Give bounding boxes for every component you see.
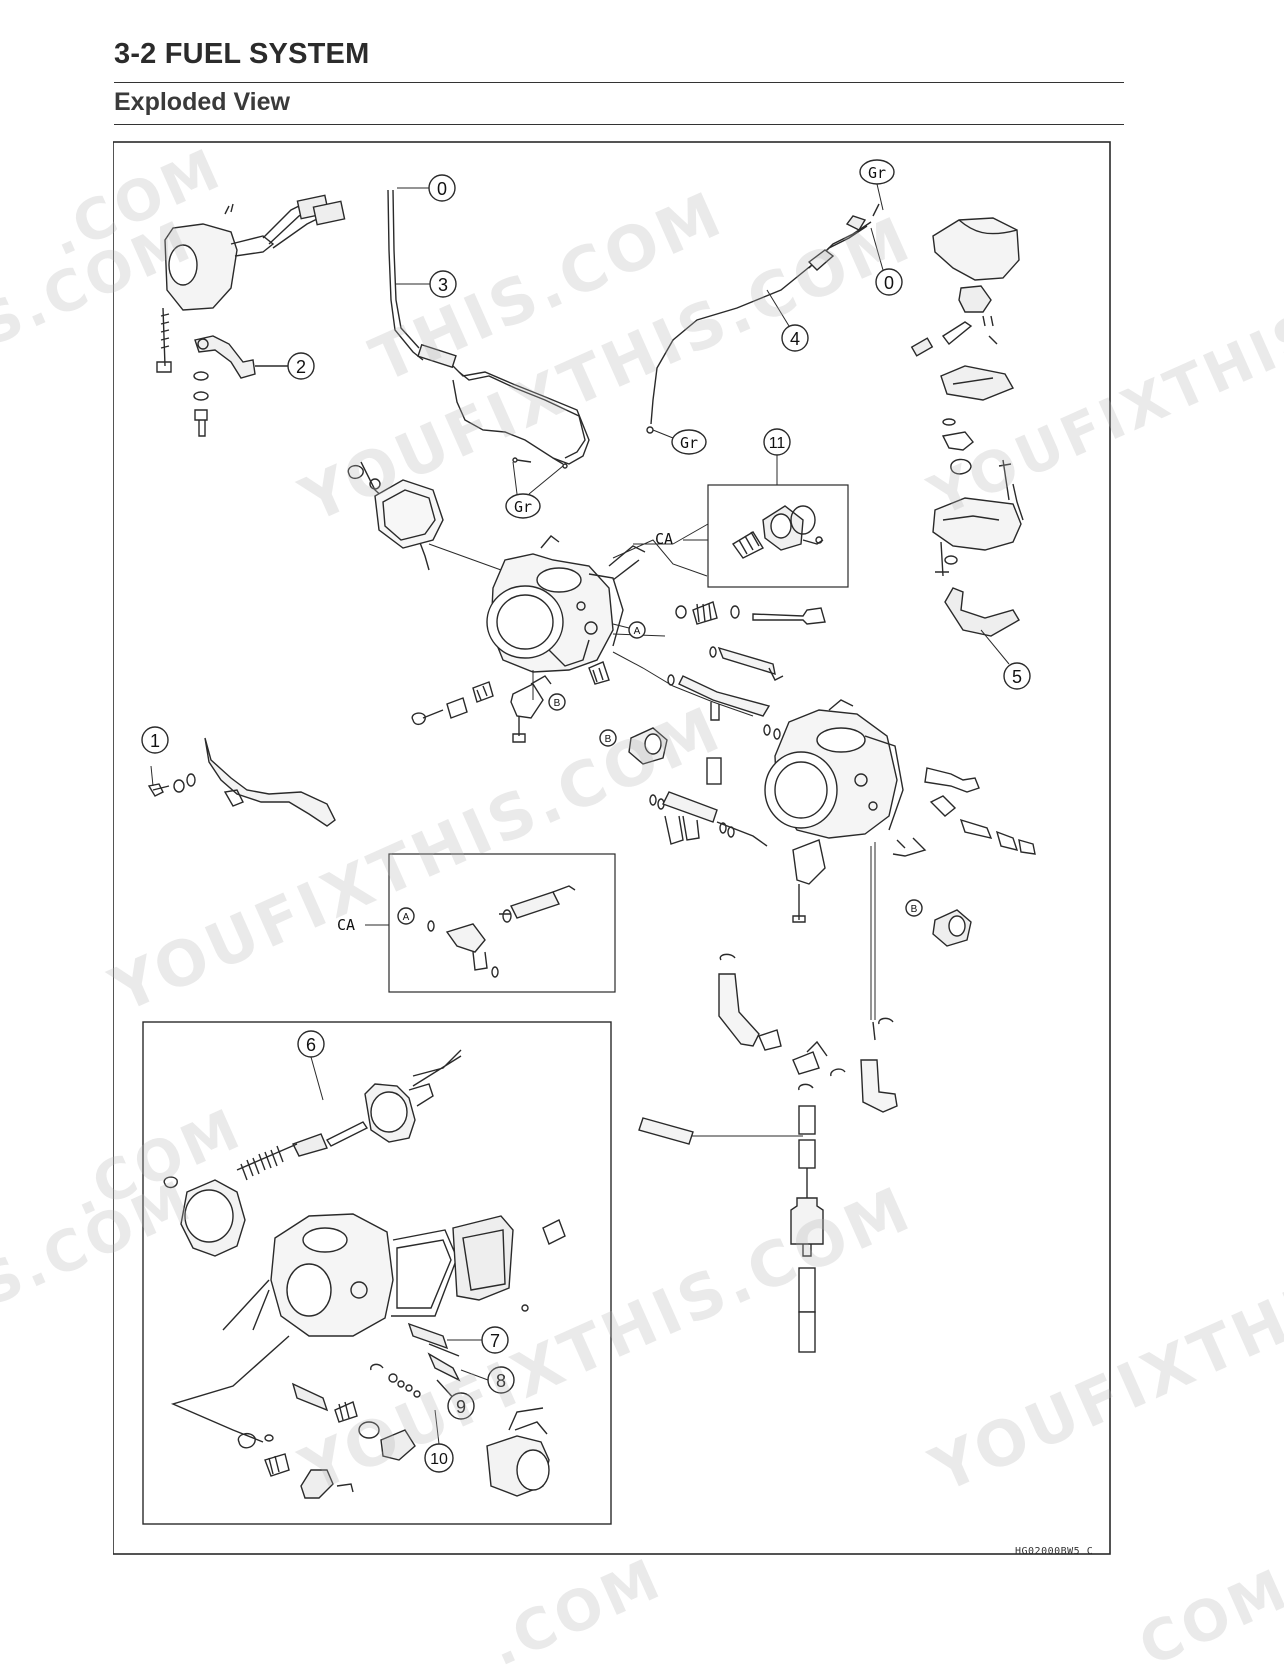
callout-5: 5 [980,629,1031,690]
choke-linkage-part [147,737,336,827]
ref-letter-b-upper: B [548,693,566,711]
ca-label-middle: CA [337,916,389,934]
vent-hose-part [718,842,898,1113]
svg-text:6: 6 [306,1035,316,1055]
svg-text:9: 9 [456,1397,466,1417]
fuel-tee-pipe-part [649,646,784,847]
callout-6: 6 [297,1030,325,1101]
switch-housing-part [164,194,346,311]
callout-10: 10 [424,1409,454,1473]
pilot-screw-part [675,601,826,625]
carburetor-upper-part [347,461,646,673]
callout-7: 7 [447,1326,509,1354]
float-bowl-screw-part [411,675,552,743]
exploded-view-diagram: 0 3 2 0 4 5 11 1 6 7 [113,140,1113,1560]
svg-text:4: 4 [790,329,800,349]
callout-11: 11 [763,428,791,485]
callout-2: 2 [287,352,315,380]
svg-text:B: B [605,734,612,745]
svg-text:CA: CA [655,530,673,548]
carburetor-lower-part [764,699,904,839]
svg-text:11: 11 [769,435,786,452]
ref-letter-a-inset: A [397,907,415,925]
choke-plunger-part [633,505,824,559]
svg-text:Gr: Gr [514,498,532,516]
throttle-stop-lever-part [193,335,288,437]
ref-letter-b-right: B [905,899,923,917]
callout-1: 1 [141,726,169,754]
ca-label-upper: CA [655,530,708,548]
right-side-parts [792,767,1036,923]
figure-code: HG02000BW5 C [1015,1546,1094,1557]
vent-fitting-part [427,885,576,978]
diagram-frame [113,141,1111,1555]
svg-text:Gr: Gr [868,164,886,182]
svg-text:B: B [554,698,561,709]
svg-text:0: 0 [884,273,894,293]
top-cover-part [163,1176,246,1257]
float-chamber-part [237,1407,550,1499]
callout-9: 9 [447,1392,475,1420]
callout-0-left: 0 [397,174,456,202]
ca-inset-box-upper [707,484,849,588]
ref-letter-b-mid: B [599,729,617,747]
vacuum-piston-part [236,1049,462,1181]
carburetor-body-detail-part [170,1213,566,1443]
svg-text:2: 2 [296,357,306,377]
jet-needle-part [291,1322,464,1461]
svg-text:7: 7 [490,1331,500,1351]
svg-text:A: A [403,912,410,923]
spring-part [588,661,610,685]
ca-inset-box-middle [388,853,616,993]
subtitle-rule [114,124,1124,125]
svg-text:10: 10 [430,1451,448,1468]
return-cable-part [646,203,880,434]
mounting-bolt-part [156,307,172,373]
color-label-gr-mid: Gr [652,429,707,455]
svg-text:5: 5 [1012,667,1022,687]
color-label-gr-low: Gr [505,461,564,519]
svg-text:3: 3 [438,275,448,295]
carburetor-detail-box [142,1021,612,1525]
color-label-gr-top: Gr [859,159,895,211]
watermark-text: .COM [480,1546,673,1679]
carburetor-leader-lines [428,539,754,717]
svg-text:CA: CA [337,916,355,934]
page-subtitle: Exploded View [114,88,290,116]
callout-8: 8 [460,1366,515,1394]
svg-text:A: A [634,626,641,637]
callout-0-right: 0 [870,227,903,296]
fuel-filter-part [638,1083,824,1353]
svg-text:B: B [911,904,918,915]
throttle-cable-part [387,189,590,469]
svg-text:1: 1 [150,731,160,751]
callout-3: 3 [396,270,457,298]
svg-text:0: 0 [437,179,447,199]
svg-text:Gr: Gr [680,434,698,452]
callout-4: 4 [766,289,809,352]
section-title: 3-2 FUEL SYSTEM [114,38,370,70]
svg-text:8: 8 [496,1371,506,1391]
throttle-housing-part [910,217,1024,637]
cap-part [628,727,972,947]
ref-letter-a-upper: A [612,621,646,639]
watermark-text: COM [1130,1556,1284,1679]
title-rule [114,82,1124,83]
